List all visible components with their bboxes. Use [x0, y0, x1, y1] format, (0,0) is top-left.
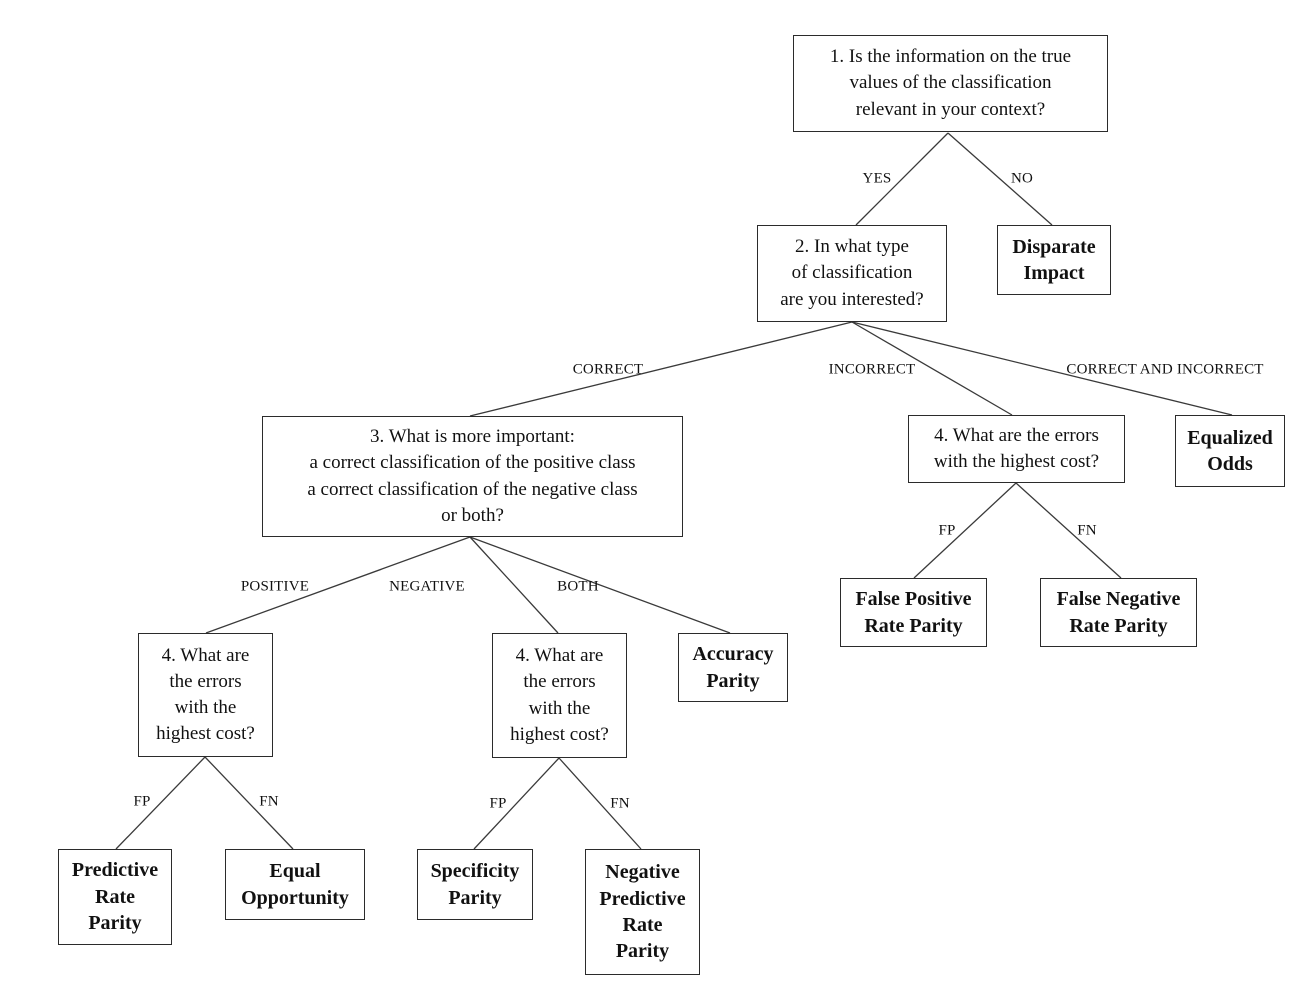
edge-label-fn-mid: FN	[610, 795, 630, 812]
edge-fp-left-line	[115, 756, 206, 850]
edge-label-no: NO	[1010, 170, 1034, 187]
edge-no-line	[947, 132, 1053, 226]
node-question-errors-cost-positive: 4. What are the errors with the highest …	[138, 633, 273, 757]
edge-label-positive: POSITIVE	[240, 578, 310, 595]
leaf-false-positive-rate-parity: False Positive Rate Parity	[840, 578, 987, 647]
edge-fn-left-line	[204, 756, 294, 850]
edge-incorrect-line	[851, 321, 1013, 416]
leaf-accuracy-parity: Accuracy Parity	[678, 633, 788, 702]
edge-correct-and-incorrect-line	[851, 321, 1233, 416]
edge-label-fn-left: FN	[259, 793, 279, 810]
edge-label-fn-right: FN	[1077, 522, 1097, 539]
edge-label-both: BOTH	[557, 578, 599, 595]
edge-correct-line	[469, 321, 853, 417]
leaf-negative-predictive-rate-parity: Negative Predictive Rate Parity	[585, 849, 700, 975]
edge-label-negative: NEGATIVE	[389, 578, 465, 595]
edge-fp-mid-line	[473, 757, 560, 850]
edge-positive-line	[205, 536, 471, 634]
edge-negative-line	[469, 536, 559, 634]
node-question-errors-cost-negative: 4. What are the errors with the highest …	[492, 633, 627, 758]
edge-label-fp-mid: FP	[489, 795, 507, 812]
edge-label-fp-right: FP	[938, 522, 956, 539]
edge-label-correct: CORRECT	[572, 361, 644, 378]
edge-label-incorrect: INCORRECT	[828, 361, 916, 378]
leaf-equalized-odds: Equalized Odds	[1175, 415, 1285, 487]
edge-fn-mid-line	[558, 757, 642, 850]
edge-both-line	[469, 536, 731, 634]
edge-label-correct-and-incorrect: CORRECT AND INCORRECT	[1066, 361, 1264, 378]
leaf-specificity-parity: Specificity Parity	[417, 849, 533, 920]
leaf-disparate-impact: Disparate Impact	[997, 225, 1111, 295]
edge-fp-right-line	[913, 482, 1017, 579]
node-question-classification-type: 2. In what type of classification are yo…	[757, 225, 947, 322]
node-question-true-values: 1. Is the information on the true values…	[793, 35, 1108, 132]
edge-label-fp-left: FP	[133, 793, 151, 810]
edge-yes-line	[855, 132, 949, 226]
node-question-what-more-important: 3. What is more important: a correct cla…	[262, 416, 683, 537]
edge-fn-right-line	[1015, 482, 1122, 579]
leaf-predictive-rate-parity: Predictive Rate Parity	[58, 849, 172, 945]
leaf-equal-opportunity: Equal Opportunity	[225, 849, 365, 920]
node-question-errors-cost-incorrect: 4. What are the errors with the highest …	[908, 415, 1125, 483]
edge-label-yes: YES	[862, 170, 892, 187]
leaf-false-negative-rate-parity: False Negative Rate Parity	[1040, 578, 1197, 647]
